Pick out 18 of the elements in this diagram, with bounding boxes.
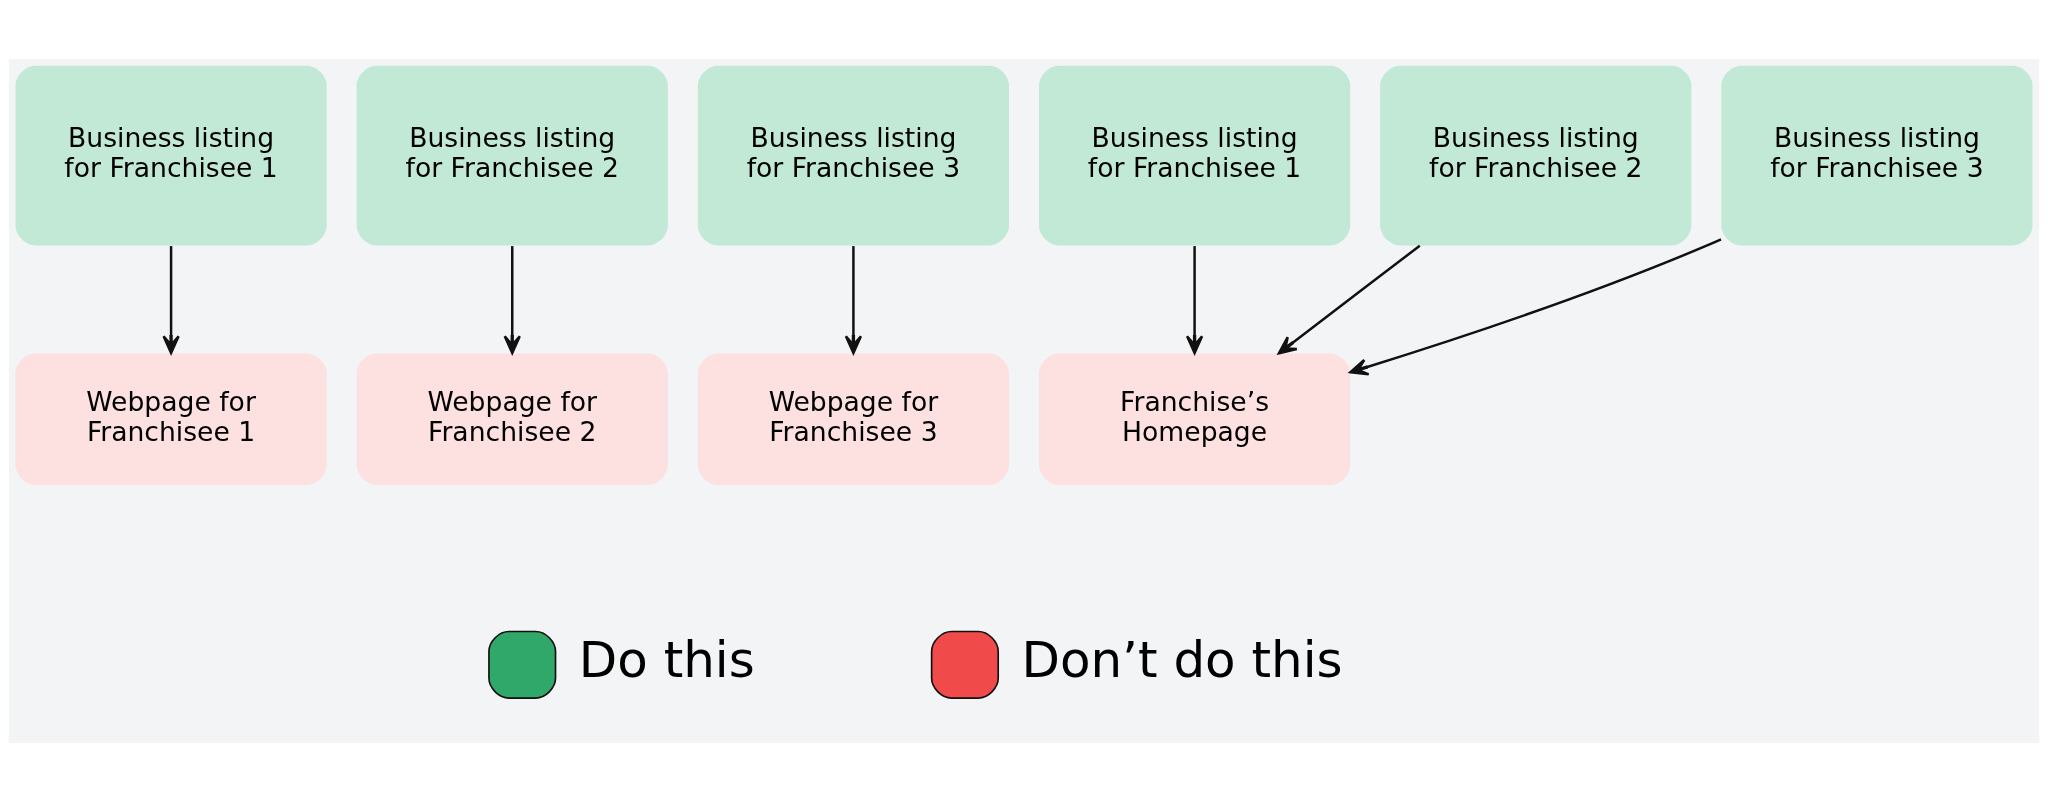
node-box: Business listing for Franchisee 3 [1721,65,2033,246]
arrow [503,246,521,355]
arrow [1185,246,1204,355]
node-box: Business listing for Franchisee 3 [697,65,1009,246]
node-box: Business listing for Franchisee 1 [15,65,327,246]
arrow [1349,238,1722,376]
node-box: Business listing for Franchisee 1 [1039,65,1351,246]
node-box: Business listing for Franchisee 2 [1380,65,1692,246]
arrow [1277,244,1421,355]
label: Don’t do this [1021,631,1343,690]
label: Do this [578,631,755,690]
node-box: Webpage for Franchisee 2 [356,353,668,486]
node-box: Business listing for Franchisee 2 [356,65,668,246]
arrow [844,246,863,355]
node-box: Webpage for Franchisee 1 [15,353,327,486]
node-box: Franchise’s Homepage [1039,353,1351,486]
arrow [162,246,180,355]
node-box: Webpage for Franchisee 3 [697,353,1009,486]
